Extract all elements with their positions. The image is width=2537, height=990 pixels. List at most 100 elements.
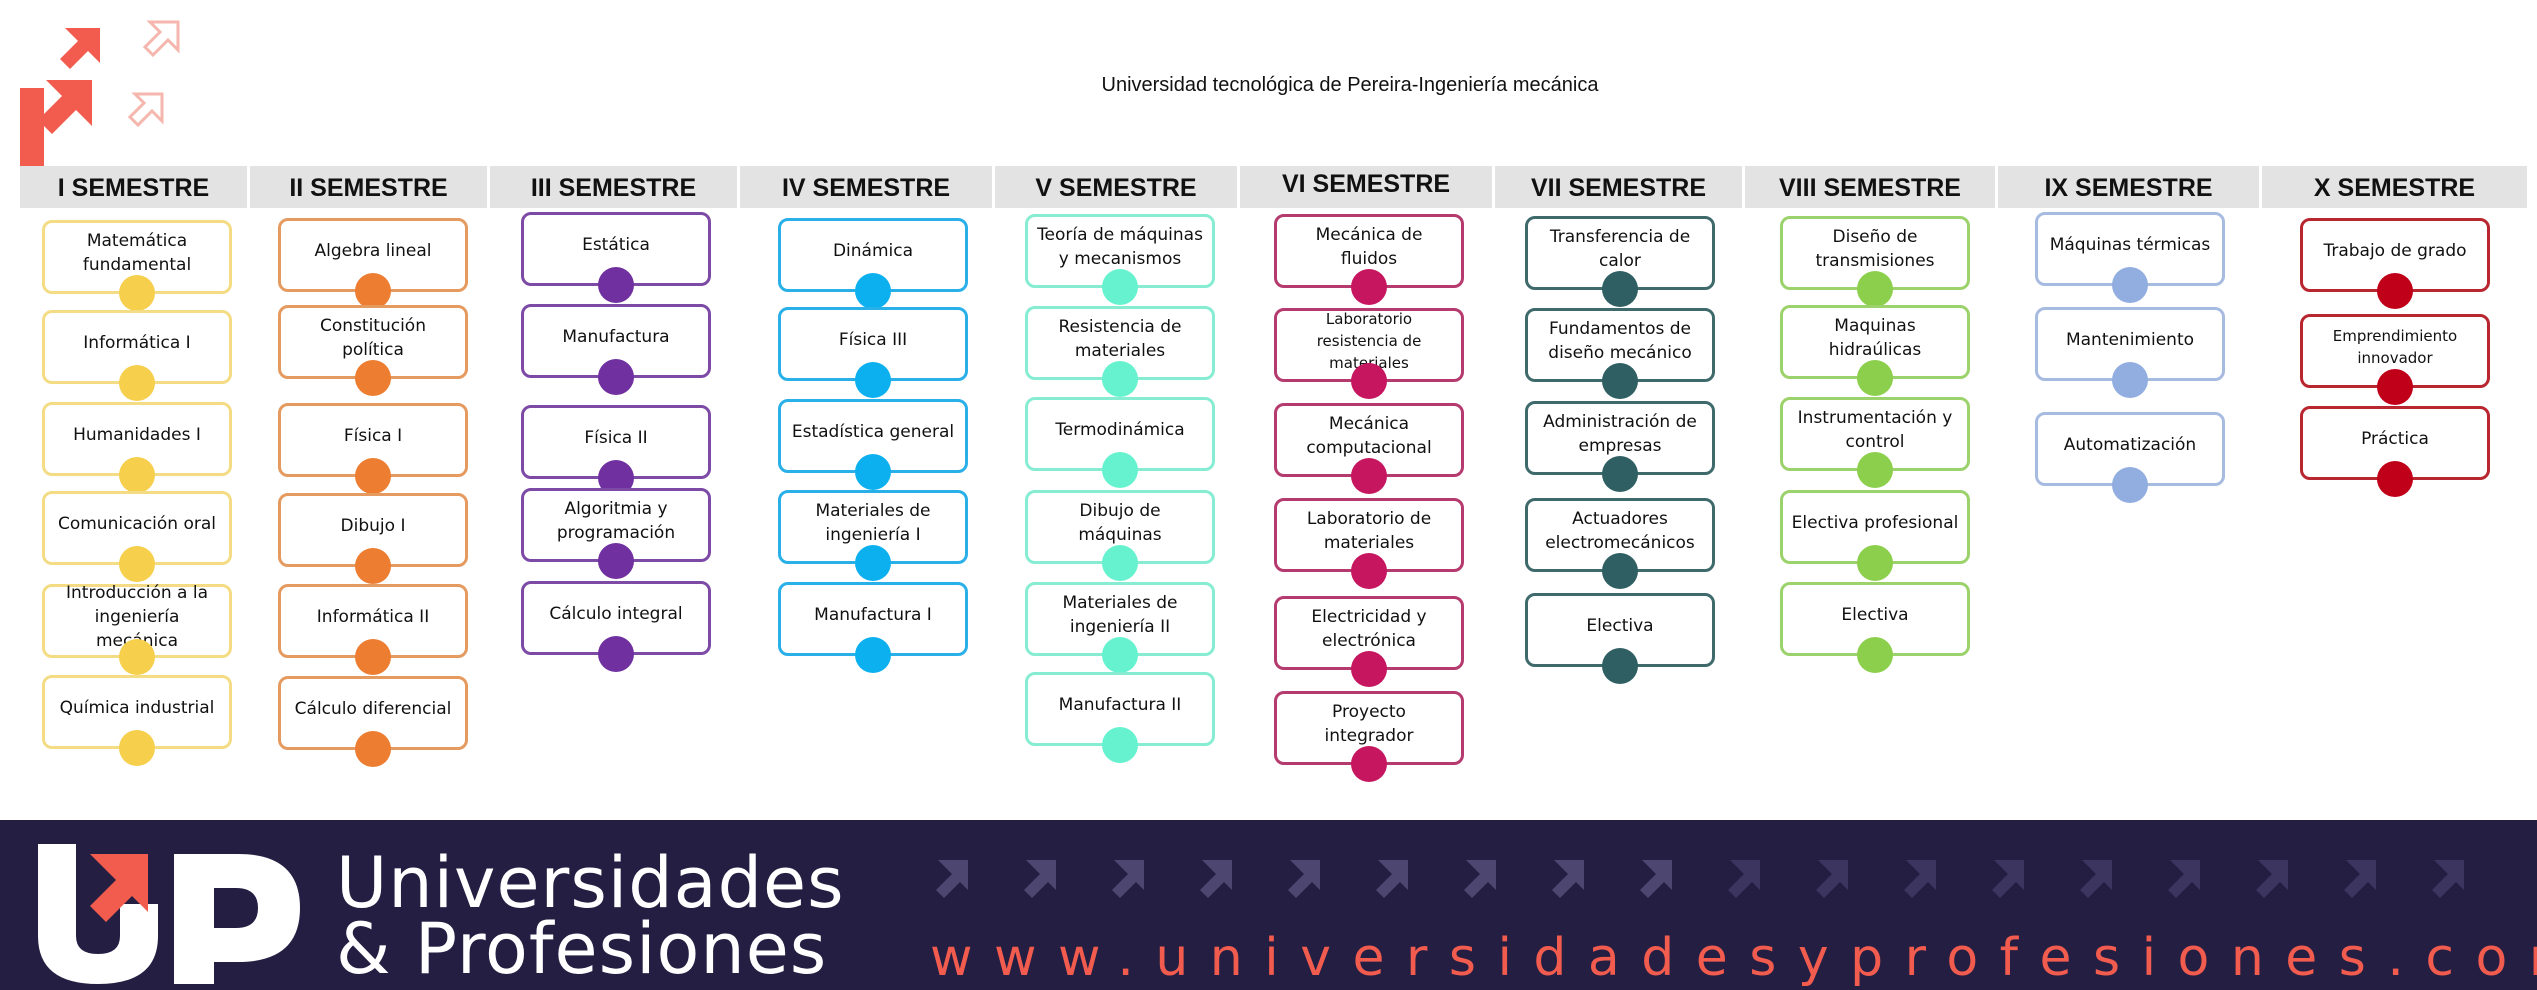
course-name: Matemática fundamental xyxy=(82,231,192,275)
course-card[interactable]: Proyecto integrador xyxy=(1274,691,1464,782)
course-card[interactable]: Laboratorio resistencia de materiales xyxy=(1274,308,1464,399)
course-card[interactable]: Cálculo diferencial xyxy=(278,676,468,767)
course-card[interactable]: Estadística general xyxy=(778,399,968,490)
course-card[interactable]: Manufactura xyxy=(521,304,711,395)
decor-arrow-icon xyxy=(1992,860,2024,898)
decor-arrow-icon xyxy=(1376,860,1408,898)
course-card[interactable]: Diseño de transmisiones xyxy=(1780,216,1970,307)
course-name: Física III xyxy=(838,330,908,350)
course-card[interactable]: Maquinas hidraúlicas xyxy=(1780,305,1970,396)
course-dot-marker xyxy=(2377,461,2413,497)
course-name: Materiales de ingeniería II xyxy=(1062,593,1178,637)
course-card[interactable]: Laboratorio de materiales xyxy=(1274,498,1464,589)
course-dot-marker xyxy=(1102,545,1138,581)
course-card[interactable]: Mecánica computacional xyxy=(1274,403,1464,494)
course-name: Dinámica xyxy=(832,241,914,261)
course-card[interactable]: Trabajo de grado xyxy=(2300,218,2490,309)
page-title: Universidad tecnológica de Pereira-Ingen… xyxy=(1101,74,1599,96)
course-card[interactable]: Práctica xyxy=(2300,406,2490,497)
course-card[interactable]: Fundamentos de diseño mecánico xyxy=(1525,308,1715,399)
brand-name-line2: & Profesiones xyxy=(336,908,828,990)
course-name: Electiva xyxy=(1841,605,1909,625)
course-card[interactable]: Dibujo de máquinas xyxy=(1025,490,1215,581)
course-card[interactable]: Instrumentación y control xyxy=(1780,397,1970,488)
course-dot-marker xyxy=(1857,637,1893,673)
course-name: Teoría de máquinas y mecanismos xyxy=(1037,225,1203,269)
semester-header: VI SEMESTRE xyxy=(1240,166,1495,208)
course-dot-marker xyxy=(1857,545,1893,581)
course-dot-marker xyxy=(855,637,891,673)
course-card[interactable]: Electiva xyxy=(1525,593,1715,684)
course-card[interactable]: Automatización xyxy=(2035,412,2225,503)
course-card[interactable]: Mecánica de fluidos xyxy=(1274,214,1464,305)
course-card[interactable]: Materiales de ingeniería II xyxy=(1025,582,1215,673)
course-card[interactable]: Electiva xyxy=(1780,582,1970,673)
course-dot-marker xyxy=(1351,363,1387,399)
course-card[interactable]: Dinámica xyxy=(778,218,968,309)
course-card[interactable]: Algoritmia y programación xyxy=(521,488,711,579)
semester-header: X SEMESTRE xyxy=(2262,166,2530,208)
semester-header: III SEMESTRE xyxy=(490,166,740,208)
course-card[interactable]: Electiva profesional xyxy=(1780,490,1970,581)
course-dot-marker xyxy=(598,359,634,395)
course-name: Mecánica de fluidos xyxy=(1315,225,1423,269)
course-card[interactable]: Administración de empresas xyxy=(1525,401,1715,492)
course-card[interactable]: Constitución política xyxy=(278,305,468,396)
course-card[interactable]: Resistencia de materiales xyxy=(1025,306,1215,397)
course-card[interactable]: Máquinas térmicas xyxy=(2035,212,2225,303)
semester-header: II SEMESTRE xyxy=(250,166,490,208)
course-card[interactable]: Informática II xyxy=(278,584,468,675)
course-name: Mecánica computacional xyxy=(1306,414,1432,458)
course-card[interactable]: Cálculo integral xyxy=(521,581,711,672)
course-name: Diseño de transmisiones xyxy=(1815,227,1935,271)
course-name: Actuadores electromecánicos xyxy=(1545,509,1695,553)
decor-arrow-icon xyxy=(1816,860,1848,898)
course-name: Estadística general xyxy=(791,422,955,442)
course-card[interactable]: Estática xyxy=(521,212,711,303)
course-name: Materiales de ingeniería I xyxy=(815,501,931,545)
course-card[interactable]: Algebra lineal xyxy=(278,218,468,309)
course-card[interactable]: Materiales de ingeniería I xyxy=(778,490,968,581)
course-name: Instrumentación y control xyxy=(1797,408,1953,452)
course-card[interactable]: Introducción a la ingeniería mecánica xyxy=(42,583,232,675)
course-dot-marker xyxy=(119,639,155,675)
course-dot-marker xyxy=(1602,363,1638,399)
course-card[interactable]: Física II xyxy=(521,405,711,496)
course-name: Manufactura I xyxy=(814,605,932,625)
course-dot-marker xyxy=(119,730,155,766)
course-card[interactable]: Electricidad y electrónica xyxy=(1274,596,1464,687)
course-card[interactable]: Actuadores electromecánicos xyxy=(1525,498,1715,589)
course-card[interactable]: Informática I xyxy=(42,310,232,401)
decor-arrow-icon xyxy=(1904,860,1936,898)
course-card[interactable]: Humanidades I xyxy=(42,402,232,493)
course-card[interactable]: Química industrial xyxy=(42,675,232,766)
decor-arrow-icon xyxy=(2344,860,2376,898)
course-card[interactable]: Transferencia de calor xyxy=(1525,216,1715,307)
course-dot-marker xyxy=(119,275,155,311)
course-card[interactable]: Mantenimiento xyxy=(2035,307,2225,398)
course-name: Fundamentos de diseño mecánico xyxy=(1548,319,1692,363)
course-name: Proyecto integrador xyxy=(1324,702,1414,746)
course-name: Laboratorio de materiales xyxy=(1306,509,1432,553)
decor-arrow-icon xyxy=(1728,860,1760,898)
course-card[interactable]: Dibujo I xyxy=(278,493,468,584)
course-card[interactable]: Termodinámica xyxy=(1025,397,1215,488)
course-card[interactable]: Comunicación oral xyxy=(42,491,232,582)
course-dot-marker xyxy=(855,454,891,490)
course-name: Electricidad y electrónica xyxy=(1311,607,1427,651)
website-url[interactable]: www.universidadesyprofesiones.com xyxy=(930,928,2537,988)
course-card[interactable]: Física III xyxy=(778,307,968,398)
course-card[interactable]: Matemática fundamental xyxy=(42,220,232,311)
course-dot-marker xyxy=(1102,269,1138,305)
course-card[interactable]: Manufactura II xyxy=(1025,672,1215,763)
course-dot-marker xyxy=(598,543,634,579)
course-card[interactable]: Teoría de máquinas y mecanismos xyxy=(1025,214,1215,305)
course-name: Dibujo I xyxy=(340,516,406,536)
course-dot-marker xyxy=(1102,361,1138,397)
course-card[interactable]: Física I xyxy=(278,403,468,494)
course-card[interactable]: Emprendimiento innovador xyxy=(2300,314,2490,405)
course-card[interactable]: Manufactura I xyxy=(778,582,968,673)
semester-header: IX SEMESTRE xyxy=(1998,166,2262,208)
semester-header: V SEMESTRE xyxy=(995,166,1240,208)
